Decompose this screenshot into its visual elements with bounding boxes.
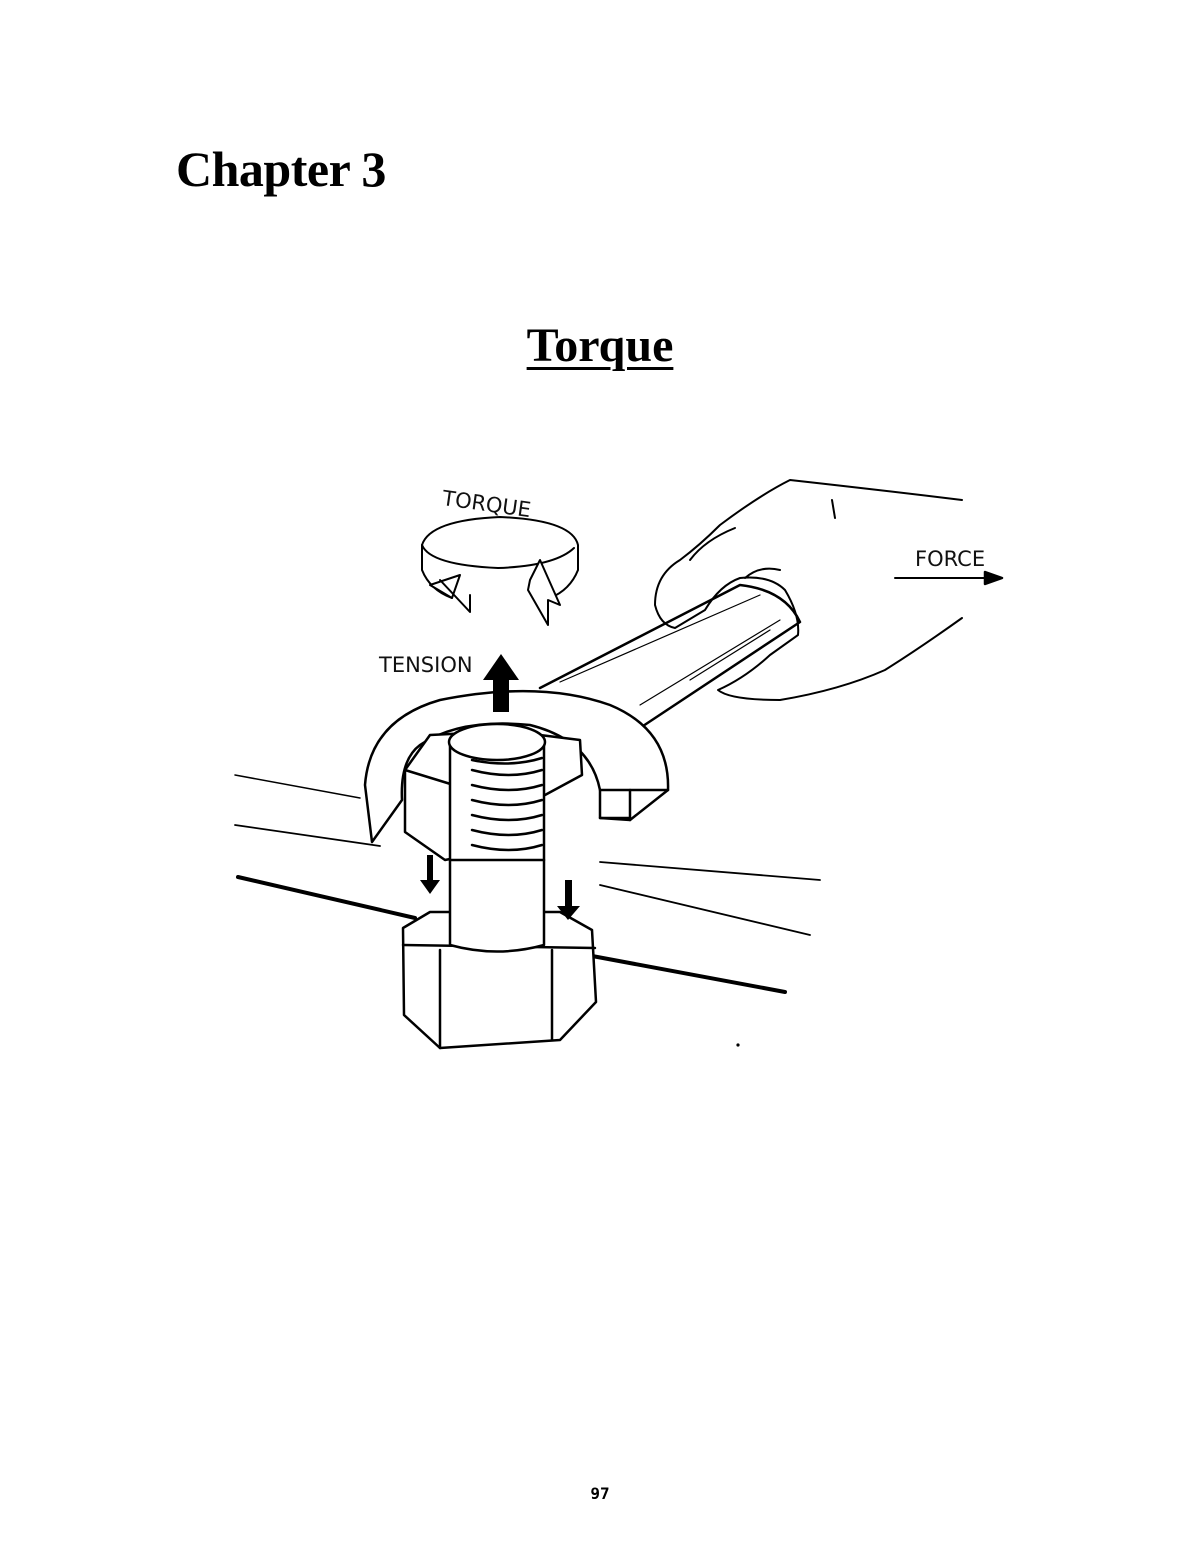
chapter-title: Torque xyxy=(526,319,674,372)
chapter-heading: Chapter 3 xyxy=(176,141,386,197)
tension-arrow-icon xyxy=(483,654,519,712)
compression-arrow-icons xyxy=(420,855,580,920)
page-number: 97 xyxy=(590,1484,610,1503)
hand xyxy=(654,479,963,701)
torque-rotation-icon xyxy=(421,516,579,626)
bolt-threads xyxy=(447,722,547,862)
force-arrow-icon xyxy=(894,570,1004,586)
plate-lines xyxy=(234,774,821,994)
bolt-shank xyxy=(448,858,546,953)
force-label: FORCE xyxy=(915,547,985,571)
torque-label: TORQUE xyxy=(440,486,533,522)
tension-label: TENSION xyxy=(378,653,473,677)
